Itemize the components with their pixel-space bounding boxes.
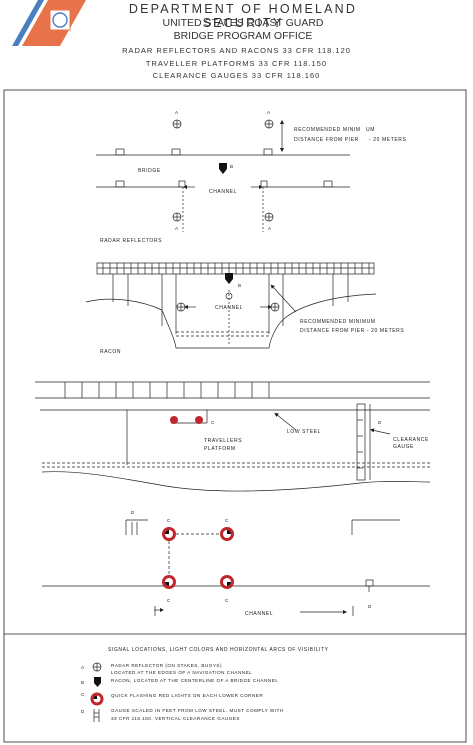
distance-label-2: DISTANCE FROM PIER - 20 METERS (300, 328, 404, 334)
travellers-label: TRAVELLERS (204, 438, 242, 444)
marker-c-plan-1: C (167, 518, 171, 523)
regulation-line-1: RADAR REFLECTORS AND RACONS 33 CFR 118.1… (122, 46, 351, 55)
diagram-lights-plan (42, 519, 430, 616)
legend-d-line-2: 33 CFR 118.160, VERTICAL CLEARANCE GAUGE… (111, 716, 240, 721)
marker-a-top-right: A (267, 110, 271, 115)
diagram-radar-reflectors (96, 119, 350, 232)
legend-d-key: D (81, 709, 85, 714)
clearance-label: CLEARANCE (393, 437, 429, 443)
legend-c-key: C (81, 692, 85, 697)
radar-reflectors-label: RADAR REFLECTORS (100, 238, 162, 244)
distance-value: - 20 METERS (369, 137, 407, 143)
channel-label-3: CHANNEL (245, 611, 273, 617)
platform-label: PLATFORM (204, 446, 236, 452)
legend-gauge-icon (93, 709, 100, 722)
platform-light-left (170, 416, 178, 424)
channel-label-2: CHANNEL (215, 305, 243, 311)
recommended-minimum-label-2: RECOMMENDED MINIMUM (300, 319, 376, 325)
legend-a-line-2: LOCATED AT THE EDGES OF A NAVIGATION CHA… (111, 670, 252, 675)
low-steel-label: LOW STEEL (287, 429, 321, 435)
marker-c-plan-4: C (225, 598, 229, 603)
platform-light-right (195, 416, 203, 424)
agency-title: UNITED STATES COAST GUARD (162, 17, 324, 29)
marker-a-bottom-right: A (268, 226, 272, 231)
marker-a-top-left: A (175, 110, 179, 115)
legend-a-key: A (81, 665, 85, 670)
office-title: BRIDGE PROGRAM OFFICE (173, 30, 313, 42)
bridge-label: BRIDGE (138, 168, 161, 174)
legend-b-key: B (81, 680, 85, 685)
racon-label: RACON (100, 349, 121, 355)
corner-lights (162, 527, 234, 589)
regulation-line-2: TRAVELLER PLATFORMS 33 CFR 118.150 (145, 59, 328, 68)
legend-a-line-1: RADAR REFLECTOR (ON STAKES, BUOYS) (111, 663, 222, 668)
header: DEPARTMENT OF HOMELAND SECURITY UNITED S… (0, 0, 473, 80)
recommended-minimum-suffix: UM (366, 127, 375, 133)
recommended-minimum-label: RECOMMENDED MINIM (294, 127, 361, 133)
racon-elevation-icon (225, 273, 233, 284)
marker-c-plan-2: C (225, 518, 229, 523)
diagram-racon (85, 262, 377, 349)
legend-d-line-1: GAUGE SCALED IN FEET FROM LOW STEEL. MUS… (111, 708, 284, 713)
marker-d-plan: D (131, 510, 135, 515)
marker-c-platform: C (211, 420, 215, 425)
distance-label: DISTANCE FROM PIER (294, 137, 359, 143)
legend-title: SIGNAL LOCATIONS, LIGHT COLORS AND HORIZ… (108, 647, 329, 653)
diagram-traveller-platform (35, 381, 431, 492)
marker-b-elevation: B (238, 283, 242, 288)
marker-d-plan-2: D (368, 604, 372, 609)
coast-guard-logo (12, 0, 86, 46)
legend-c-line-1: QUICK FLASHING RED LIGHTS ON EACH LOWER … (111, 693, 263, 698)
gauge-label: GAUGE (393, 444, 414, 450)
drawing-frame (3, 89, 467, 743)
marker-d-gauge: D (378, 420, 382, 425)
marker-b-plan: B (230, 164, 234, 169)
legend-a (92, 662, 102, 672)
regulation-line-3: CLEARANCE GAUGES 33 CFR 118.160 (152, 71, 321, 80)
department-title: DEPARTMENT OF HOMELAND SECURITY (128, 2, 358, 30)
marker-c-plan-3: C (167, 598, 171, 603)
marker-a-bottom-left: A (175, 226, 179, 231)
legend-racon-icon (94, 677, 101, 687)
channel-label-1: CHANNEL (209, 189, 237, 195)
legend-b-line-1: RACON, LOCATED AT THE CENTERLINE OF A BR… (111, 678, 278, 683)
racon-icon (219, 163, 227, 174)
